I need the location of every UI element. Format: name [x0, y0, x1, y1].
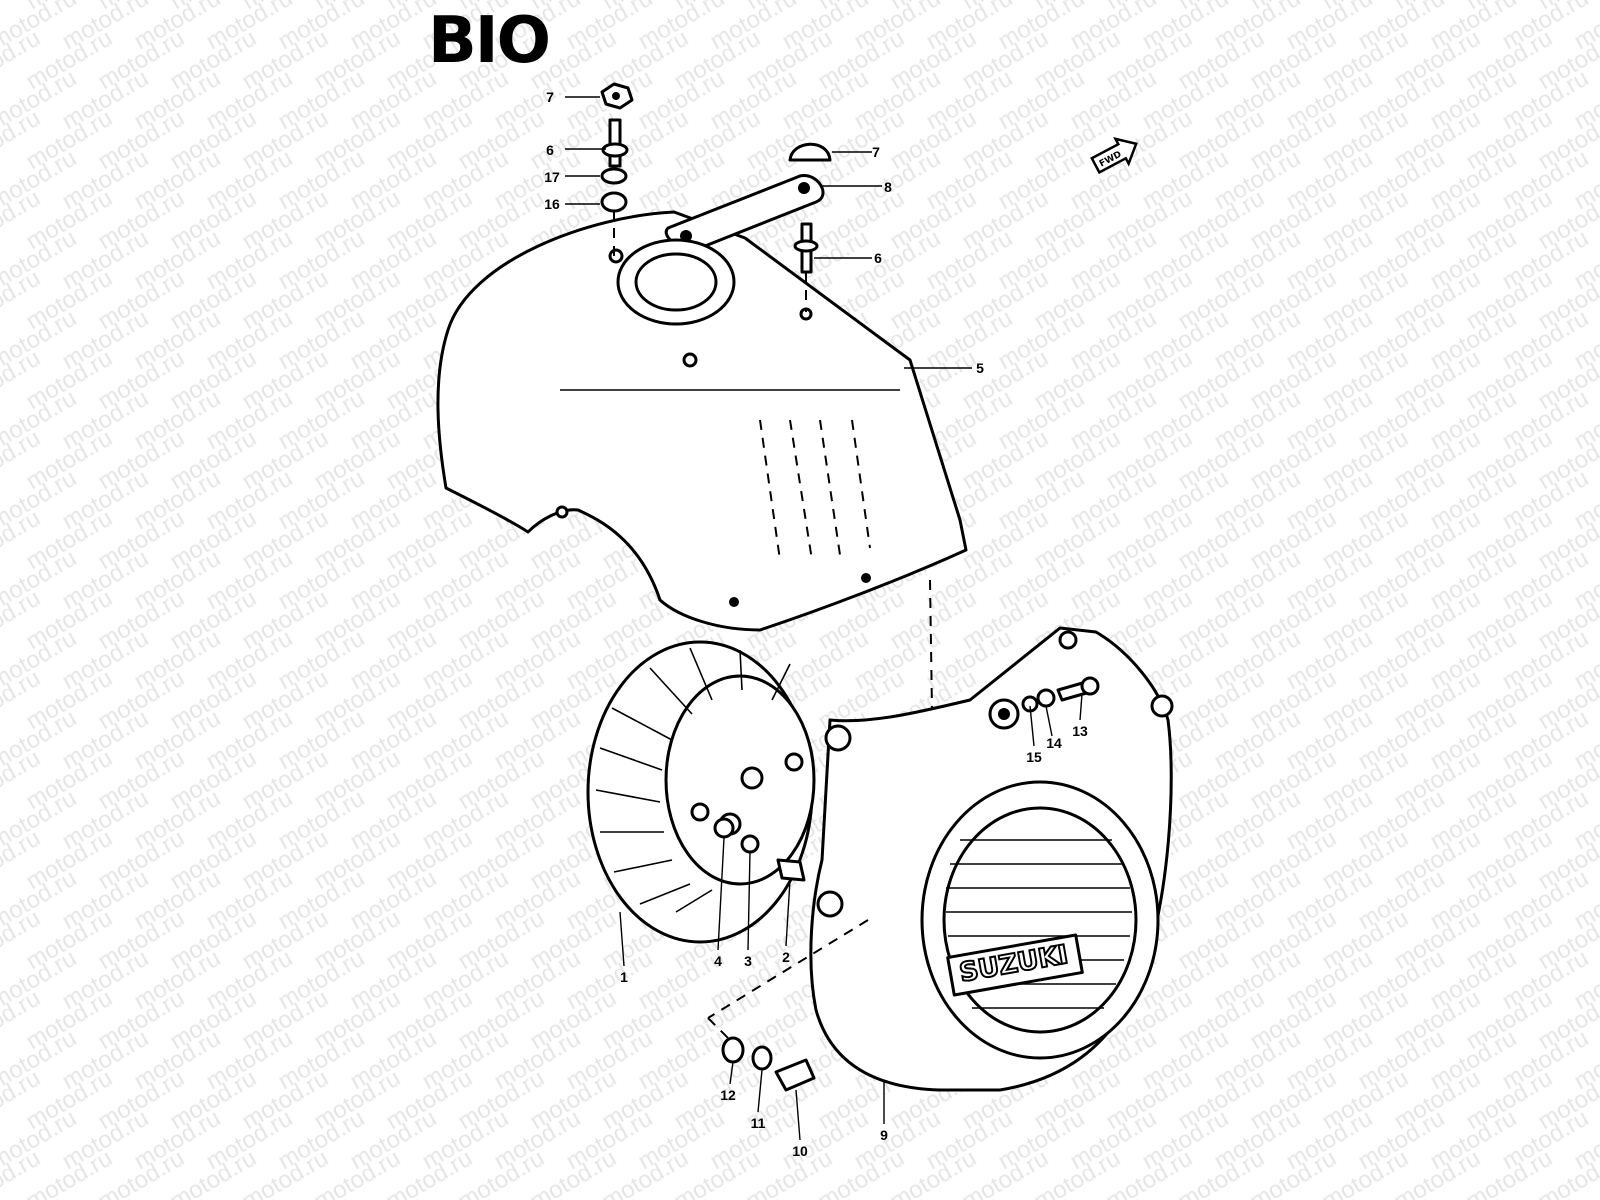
cylinder-shroud [436, 174, 968, 632]
callout-7-nut: 7 [546, 89, 554, 105]
flywheel-fan [586, 640, 816, 944]
callout-6-stud: 6 [546, 142, 554, 158]
callout-15: 15 [1026, 749, 1042, 765]
callout-5-shroud: 5 [976, 360, 984, 376]
callout-17-washer: 17 [544, 169, 560, 185]
callout-4: 4 [714, 953, 722, 969]
diagram-title: BIO [428, 4, 549, 78]
callout-12: 12 [720, 1087, 736, 1103]
callout-16-washer: 16 [544, 196, 560, 212]
leader-lines [565, 96, 1083, 1141]
callout-2: 2 [782, 949, 790, 965]
callout-3: 3 [744, 953, 752, 969]
callout-labels: 7 6 17 16 7 8 6 5 15 14 13 1 4 3 2 12 11… [544, 89, 1088, 1159]
hardware [600, 82, 1100, 1092]
fan-housing: SUZUKI [809, 626, 1174, 1092]
callout-6-stud-right: 6 [874, 250, 882, 266]
callout-11: 11 [751, 1115, 766, 1131]
callout-1-flywheel: 1 [620, 969, 628, 985]
callout-10: 10 [792, 1143, 808, 1159]
callout-9-housing: 9 [880, 1127, 888, 1143]
callout-7-cap-nut: 7 [872, 144, 880, 160]
callout-13: 13 [1072, 723, 1088, 739]
assembly-lines [613, 210, 933, 1041]
callout-8-plate: 8 [884, 179, 892, 195]
callout-14: 14 [1046, 735, 1062, 751]
